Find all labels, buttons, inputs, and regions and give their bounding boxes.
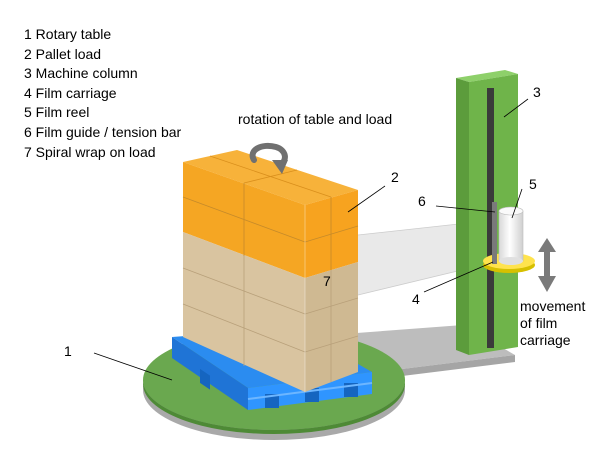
callout-7: 7 <box>323 273 331 289</box>
movement-annotation-line3: carriage <box>520 332 571 348</box>
curved-arrow-icon <box>249 142 288 174</box>
callout-2: 2 <box>391 169 399 185</box>
legend-item: 7 Spiral wrap on load <box>24 143 156 160</box>
legend-item: 3 Machine column <box>24 65 138 82</box>
movement-annotation-line1: movement <box>520 298 585 314</box>
leader-lines <box>93 98 529 381</box>
legend-item: 4 Film carriage <box>24 84 117 101</box>
legend-item: 1 Rotary table <box>24 26 112 42</box>
movement-annotation-line2: of film <box>520 315 557 331</box>
legend: 1 Rotary table 2 Pallet load 3 Machine c… <box>24 25 181 162</box>
film-guide-bar <box>492 202 497 264</box>
callout-1: 1 <box>64 343 72 359</box>
callout-6: 6 <box>418 193 426 209</box>
legend-item: 6 Film guide / tension bar <box>24 123 182 140</box>
film-reel <box>498 206 524 265</box>
legend-item: 5 Film reel <box>24 104 90 121</box>
callout-5: 5 <box>529 176 537 192</box>
pallet-load <box>182 150 359 392</box>
double-vertical-arrow-icon <box>538 238 556 292</box>
callout-4: 4 <box>412 291 420 307</box>
legend-item: 2 Pallet load <box>24 45 102 62</box>
callout-3: 3 <box>533 84 541 100</box>
rotation-annotation: rotation of table and load <box>238 111 392 127</box>
